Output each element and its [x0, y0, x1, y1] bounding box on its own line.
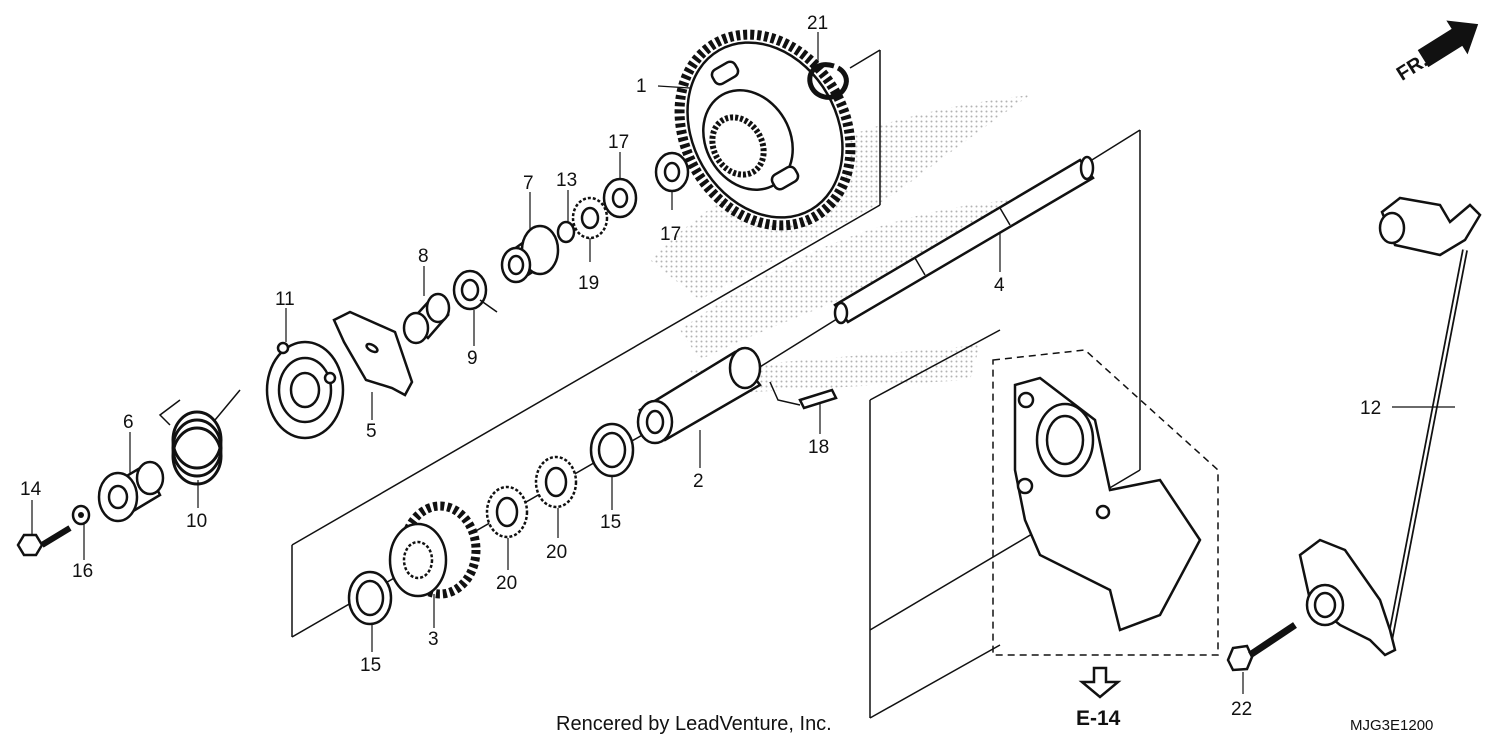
- callout-3: 3: [428, 629, 439, 650]
- part-arm-12: [1298, 196, 1482, 657]
- callout-15-upper: 15: [600, 512, 621, 533]
- part-bearing-19: [571, 196, 609, 240]
- callout-19: 19: [578, 273, 599, 294]
- leader-lines: [31, 32, 1455, 694]
- callout-22: 22: [1231, 699, 1252, 720]
- part-bolt-22: [1226, 622, 1297, 672]
- reference-box: [992, 349, 1219, 656]
- part-cover-11: [265, 340, 345, 440]
- part-driven-gear: [674, 29, 856, 231]
- callout-7: 7: [523, 173, 534, 194]
- callout-21: 21: [807, 13, 828, 34]
- callout-17-lower: 17: [660, 224, 681, 245]
- part-needle-bearing-20b: [485, 485, 529, 539]
- part-circlip: [807, 62, 849, 100]
- part-spring-10: [158, 389, 241, 486]
- part-washer-15a: [589, 422, 635, 478]
- callout-13: 13: [556, 170, 577, 191]
- callout-labels: 1 2 3 4 5 6 7 8 9 10 11 12 13 14 15 15 1…: [20, 13, 1381, 720]
- callout-1: 1: [636, 76, 647, 97]
- assembly-frame-lines: [291, 49, 1141, 719]
- callout-20-upper: 20: [546, 542, 567, 563]
- callout-18: 18: [808, 437, 829, 458]
- callout-20-lower: 20: [496, 573, 517, 594]
- part-shaft-4: [833, 155, 1095, 325]
- callout-17-upper: 17: [608, 132, 629, 153]
- callout-11: 11: [275, 289, 295, 310]
- callout-12: 12: [1360, 398, 1381, 419]
- part-washer-15b: [347, 570, 393, 626]
- callout-10: 10: [186, 511, 207, 532]
- callout-9: 9: [467, 348, 478, 369]
- part-collar-7: [500, 224, 560, 284]
- diagram-code: MJG3E1200: [1350, 717, 1433, 734]
- reference-arrow: [1078, 666, 1122, 699]
- part-sleeve-8: [402, 292, 451, 345]
- front-direction-arrow: FR.: [1393, 20, 1479, 86]
- part-bushing-6: [97, 460, 165, 523]
- part-ring-13: [556, 220, 576, 244]
- part-bolt-14: [16, 525, 72, 557]
- part-needle-bearing-20a: [534, 455, 578, 509]
- callout-4: 4: [994, 275, 1005, 296]
- watermark-wing: [650, 95, 1030, 395]
- part-plate-5: [332, 310, 414, 397]
- callout-16: 16: [72, 561, 93, 582]
- callout-6: 6: [123, 412, 134, 433]
- callout-5: 5: [366, 421, 377, 442]
- callout-14: 14: [20, 479, 42, 500]
- part-spindle-2: [636, 346, 801, 445]
- part-pin-18: [798, 388, 838, 410]
- callout-8: 8: [418, 246, 429, 267]
- part-gear-3: [388, 501, 481, 599]
- callout-2: 2: [693, 471, 704, 492]
- part-spring-9: [452, 269, 498, 313]
- callout-15-lower: 15: [360, 655, 381, 676]
- reference-label: E-14: [1076, 707, 1121, 730]
- part-case: [1013, 376, 1202, 632]
- credit-text: Rencered by LeadVenture, Inc.: [556, 713, 832, 735]
